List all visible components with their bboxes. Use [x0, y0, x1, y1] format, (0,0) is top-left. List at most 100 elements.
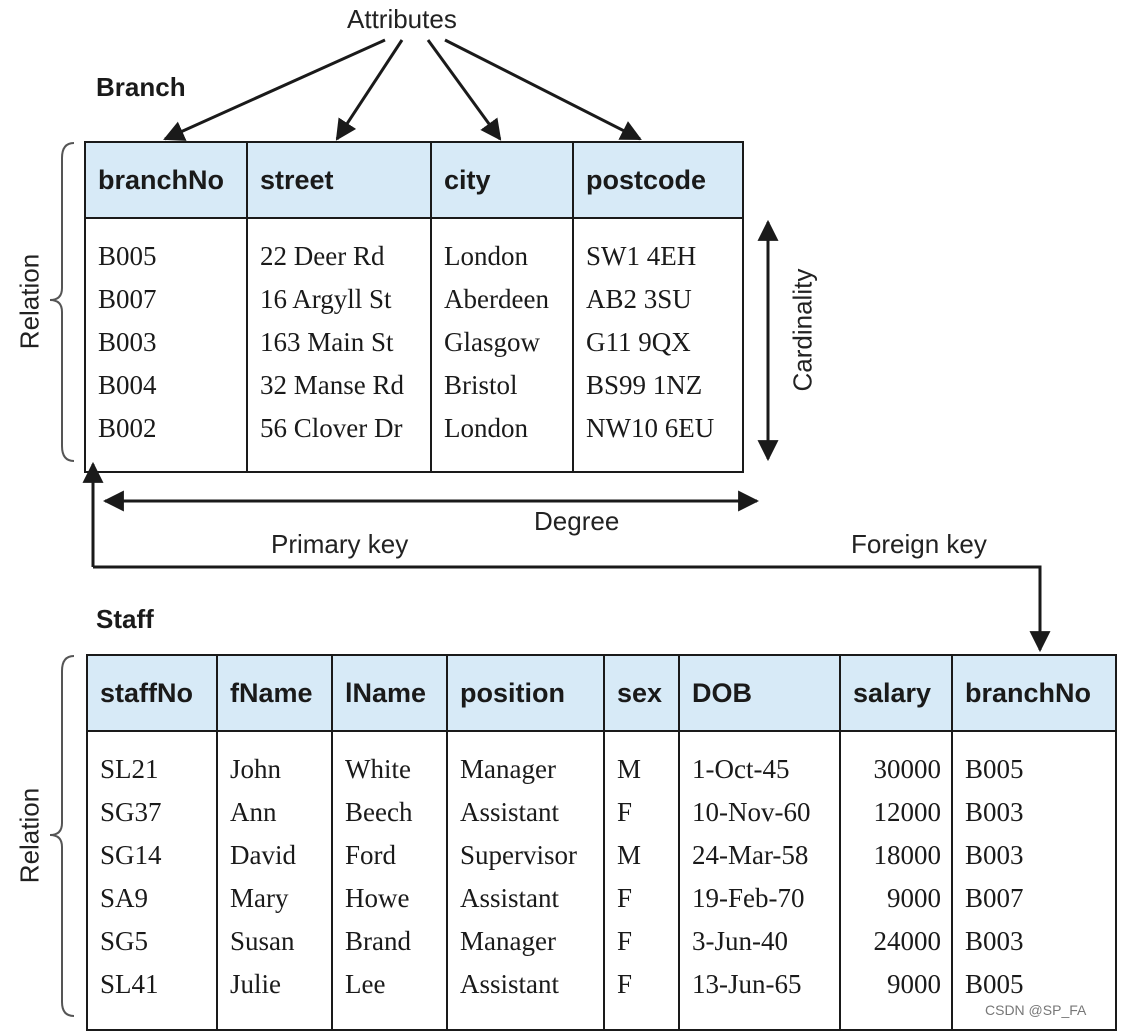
- branch-cell: B005: [98, 241, 157, 271]
- branch-relation-table: branchNo street city postcode B005 B007 …: [84, 141, 744, 473]
- staff-cell: 9000: [887, 969, 941, 999]
- staff-cell: F: [617, 926, 633, 956]
- branch-col-postcode: postcode: [572, 142, 744, 219]
- staff-cell: 1-Oct-45: [692, 754, 790, 784]
- branch-column-street: 22 Deer Rd 16 Argyll St 163 Main St 32 M…: [246, 218, 432, 472]
- staff-cell: 12000: [873, 797, 942, 827]
- attribute-arrow-postcode: [444, 38, 642, 141]
- foreign-key-label: Foreign key: [851, 529, 987, 559]
- staff-col-staffNo: staffNo: [86, 655, 218, 732]
- branch-cell: Bristol: [444, 370, 518, 400]
- staff-cell: Beech: [345, 797, 413, 827]
- staff-cell: M: [617, 840, 642, 870]
- staff-cell: B005: [965, 969, 1024, 999]
- staff-column-position: Manager Assistant Supervisor Assistant M…: [446, 731, 605, 1030]
- staff-cell: 19-Feb-70: [692, 883, 805, 913]
- staff-cell: Ann: [230, 797, 277, 827]
- relation-brace-branch: [49, 142, 75, 462]
- staff-cell: 24-Mar-58: [692, 840, 809, 870]
- staff-cell: Julie: [230, 969, 281, 999]
- staff-cell: Manager: [460, 754, 556, 784]
- staff-cell: White: [345, 754, 411, 784]
- branch-col-street: street: [246, 142, 432, 219]
- staff-cell: SL21: [100, 754, 159, 784]
- staff-cell: F: [617, 797, 633, 827]
- branch-cell: 56 Clover Dr: [260, 413, 403, 443]
- staff-cell: Howe: [345, 883, 410, 913]
- staff-cell: SG37: [100, 797, 162, 827]
- staff-cell: David: [230, 840, 296, 870]
- branch-cell: B003: [98, 327, 157, 357]
- branch-cell: 22 Deer Rd: [260, 241, 385, 271]
- staff-column-lName: White Beech Ford Howe Brand Lee: [331, 731, 448, 1030]
- branch-cell: London: [444, 241, 528, 271]
- relation-brace-staff: [49, 655, 75, 1017]
- staff-col-sex: sex: [603, 655, 680, 732]
- staff-cell: B007: [965, 883, 1024, 913]
- staff-col-position: position: [446, 655, 605, 732]
- branch-header-row: branchNo street city postcode: [84, 142, 744, 219]
- branch-cell: Aberdeen: [444, 284, 549, 314]
- branch-cell: B004: [98, 370, 157, 400]
- staff-cell: Mary: [230, 883, 289, 913]
- staff-cell: SG5: [100, 926, 149, 956]
- branch-cell: G11 9QX: [586, 327, 691, 357]
- staff-cell: M: [617, 754, 642, 784]
- branch-cell: London: [444, 413, 528, 443]
- staff-cell: 3-Jun-40: [692, 926, 788, 956]
- staff-column-salary: 30000 12000 18000 9000 24000 9000: [839, 731, 953, 1030]
- staff-col-fName: fName: [216, 655, 333, 732]
- staff-cell: B003: [965, 926, 1024, 956]
- branch-body: B005 B007 B003 B004 B002 22 Deer Rd 16 A…: [84, 218, 744, 472]
- staff-col-branchNo: branchNo: [951, 655, 1117, 732]
- staff-cell: 13-Jun-65: [692, 969, 802, 999]
- branch-col-city: city: [430, 142, 574, 219]
- staff-column-branchNo: B005 B003 B003 B007 B003 B005: [951, 731, 1117, 1030]
- branch-title: Branch: [96, 72, 186, 102]
- foreign-key-connector: [93, 565, 1051, 653]
- watermark: CSDN @SP_FA: [985, 1002, 1087, 1018]
- attributes-label: Attributes: [347, 4, 457, 34]
- staff-column-fName: John Ann David Mary Susan Julie: [216, 731, 333, 1030]
- staff-cell: 9000: [887, 883, 941, 913]
- staff-column-sex: M F M F F F: [603, 731, 680, 1030]
- staff-cell: SG14: [100, 840, 162, 870]
- staff-cell: SL41: [100, 969, 159, 999]
- staff-cell: 30000: [873, 754, 942, 784]
- staff-cell: Ford: [345, 840, 397, 870]
- branch-cell: 163 Main St: [260, 327, 394, 357]
- staff-col-lName: lName: [331, 655, 448, 732]
- staff-cell: Supervisor: [460, 840, 577, 870]
- branch-column-postcode: SW1 4EH AB2 3SU G11 9QX BS99 1NZ NW10 6E…: [572, 218, 744, 472]
- staff-cell: Susan: [230, 926, 295, 956]
- staff-cell: B005: [965, 754, 1024, 784]
- branch-cell: B007: [98, 284, 157, 314]
- staff-column-staffNo: SL21 SG37 SG14 SA9 SG5 SL41: [86, 731, 218, 1030]
- branch-cell: BS99 1NZ: [586, 370, 703, 400]
- branch-cell: NW10 6EU: [586, 413, 715, 443]
- staff-cell: Brand: [345, 926, 411, 956]
- staff-cell: Assistant: [460, 883, 560, 913]
- staff-cell: 24000: [873, 926, 942, 956]
- staff-cell: 10-Nov-60: [692, 797, 811, 827]
- branch-cell: Glasgow: [444, 327, 540, 357]
- branch-cell: AB2 3SU: [586, 284, 692, 314]
- staff-col-salary: salary: [839, 655, 953, 732]
- primary-key-label: Primary key: [271, 529, 409, 559]
- staff-title: Staff: [96, 604, 154, 634]
- staff-cell: B003: [965, 797, 1024, 827]
- staff-cell: F: [617, 969, 633, 999]
- branch-col-branchNo: branchNo: [84, 142, 248, 219]
- staff-cell: F: [617, 883, 633, 913]
- branch-cell: SW1 4EH: [586, 241, 697, 271]
- staff-cell: B003: [965, 840, 1024, 870]
- staff-cell: Manager: [460, 926, 556, 956]
- attribute-arrow-city: [426, 39, 502, 141]
- branch-cell: 16 Argyll St: [260, 284, 392, 314]
- staff-cell: Assistant: [460, 797, 560, 827]
- staff-cell: John: [230, 754, 282, 784]
- attribute-arrow-branchNo: [163, 38, 386, 141]
- branch-cell: B002: [98, 413, 157, 443]
- staff-col-DOB: DOB: [678, 655, 841, 732]
